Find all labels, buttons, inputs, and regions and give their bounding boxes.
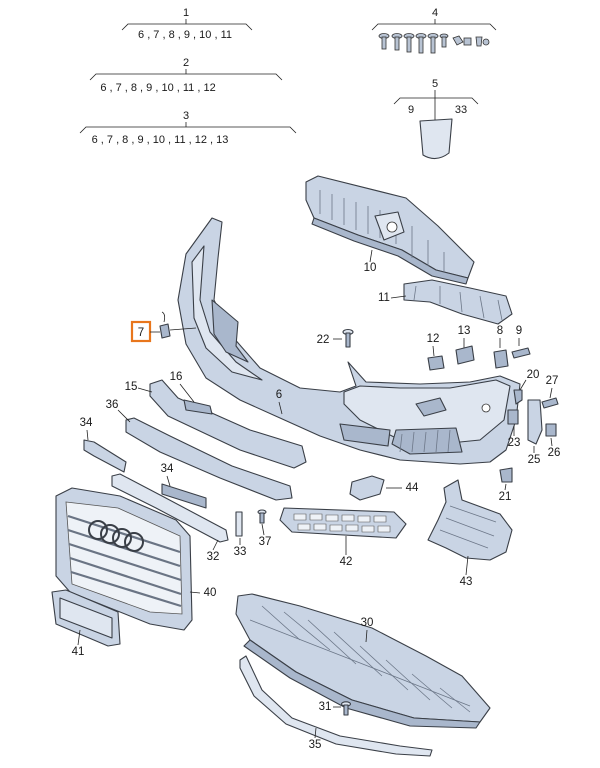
- svg-text:15: 15: [125, 381, 138, 393]
- svg-text:16: 16: [170, 371, 183, 383]
- svg-text:30: 30: [361, 617, 374, 629]
- svg-text:1: 1: [183, 7, 189, 19]
- part-26-nut: 26: [545, 423, 561, 459]
- part-12-clip: 12: [427, 333, 445, 371]
- part-8-bracket: 8: [493, 325, 509, 369]
- svg-text:36: 36: [106, 399, 119, 411]
- svg-text:6 , 7 , 8 , 9 , 10 , 11 , 12: 6 , 7 , 8 , 9 , 10 , 11 , 12: [100, 82, 215, 94]
- svg-text:20: 20: [527, 369, 540, 381]
- part-16-bracket: 16: [170, 371, 213, 415]
- svg-text:3: 3: [183, 110, 189, 122]
- svg-text:43: 43: [460, 576, 473, 588]
- svg-text:40: 40: [204, 587, 217, 599]
- part-34-strip-a: 34: [80, 417, 127, 473]
- svg-text:10: 10: [364, 262, 377, 274]
- part-27-screw: 27: [541, 375, 559, 409]
- part-42-lower-grille: 42: [279, 507, 407, 568]
- part-20-clip: 20: [513, 369, 540, 405]
- part-6-bumper-cover: 6: [177, 217, 521, 465]
- svg-text:41: 41: [72, 646, 85, 658]
- svg-text:32: 32: [207, 551, 220, 563]
- part-33-clip: 33: [234, 511, 247, 558]
- svg-text:27: 27: [546, 375, 559, 387]
- svg-text:23: 23: [508, 437, 521, 449]
- svg-text:12: 12: [427, 333, 440, 345]
- svg-text:13: 13: [458, 325, 471, 337]
- svg-text:2: 2: [183, 57, 189, 69]
- part-25-bracket: 25: [527, 399, 543, 466]
- part-40-radiator-grille: 40: [55, 487, 217, 631]
- svg-text:25: 25: [528, 454, 541, 466]
- svg-text:7: 7: [138, 327, 144, 339]
- svg-text:34: 34: [161, 463, 174, 475]
- svg-text:33: 33: [455, 104, 467, 116]
- part-32-chrome-strip: 32: [111, 473, 229, 563]
- part-34-strip-b: 34: [161, 463, 207, 509]
- part-41-plate-holder: 41: [51, 589, 121, 658]
- group-header-4: 4: [371, 7, 497, 54]
- svg-text:22: 22: [317, 334, 330, 346]
- part-30-underbody-shield: 30: [235, 593, 491, 729]
- part-13-clip: 13: [455, 325, 475, 365]
- part-31-screw: 31: [319, 701, 352, 716]
- svg-text:5: 5: [432, 78, 438, 90]
- highlight-frame-part-7: [130, 320, 152, 343]
- fastener-screws-icon: [378, 33, 490, 54]
- svg-text:9: 9: [516, 325, 522, 337]
- svg-text:31: 31: [319, 701, 332, 713]
- audi-rings-logo: [88, 520, 144, 552]
- svg-text:11: 11: [378, 292, 390, 304]
- svg-text:26: 26: [548, 447, 561, 459]
- part-22-screw: 22: [317, 328, 354, 348]
- sealant-pouch-icon: [419, 118, 453, 160]
- svg-text:37: 37: [259, 536, 272, 548]
- svg-text:44: 44: [406, 482, 419, 494]
- svg-text:33: 33: [234, 546, 247, 558]
- group-header-2: 2 6 , 7 , 8 , 9 , 10 , 11 , 12: [89, 57, 283, 94]
- part-36-lower-trim: 36: [106, 399, 293, 501]
- svg-text:35: 35: [309, 739, 322, 751]
- part-43-air-guide: 43: [427, 479, 513, 588]
- svg-text:6: 6: [276, 389, 282, 401]
- part-9-screw: 9: [511, 325, 531, 359]
- group-header-5: 5 9 33: [393, 78, 479, 160]
- svg-text:6 , 7 , 8 , 9 , 10 , 11: 6 , 7 , 8 , 9 , 10 , 11: [138, 29, 232, 41]
- part-10-bracket: 10: [305, 175, 475, 285]
- part-44-tow-cap: 44: [349, 475, 419, 501]
- part-23-clip: 23: [507, 409, 521, 449]
- svg-text:4: 4: [432, 7, 438, 19]
- part-21-clip: 21: [499, 467, 513, 503]
- group-header-1: 1 6 , 7 , 8 , 9 , 10 , 11: [121, 7, 253, 41]
- svg-text:8: 8: [497, 325, 503, 337]
- part-7-cap: 7: [130, 311, 197, 343]
- part-37-screw: 37: [257, 509, 272, 548]
- part-11-side-bracket: 11: [378, 279, 513, 325]
- svg-text:6 , 7 , 8 , 9 , 10 , 11 , 12 ,: 6 , 7 , 8 , 9 , 10 , 11 , 12 , 13: [92, 134, 229, 146]
- svg-text:34: 34: [80, 417, 93, 429]
- svg-text:42: 42: [340, 556, 353, 568]
- svg-text:9: 9: [408, 104, 414, 116]
- group-header-3: 3 6 , 7 , 8 , 9 , 10 , 11 , 12 , 13: [79, 110, 297, 146]
- svg-text:21: 21: [499, 491, 512, 503]
- part-35-lower-strip: 35: [239, 655, 433, 757]
- part-15-trim-strip: 15: [125, 379, 307, 469]
